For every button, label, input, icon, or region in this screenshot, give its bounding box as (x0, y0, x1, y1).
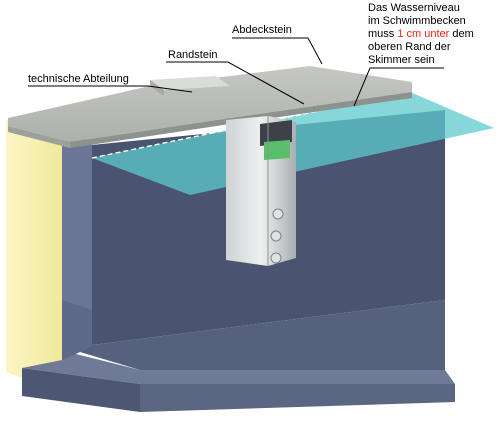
skimmer-port-3 (270, 252, 282, 264)
label-technische-abteilung: technische Abteilung (28, 73, 129, 85)
leader-note (353, 67, 444, 107)
foundation-top (22, 350, 455, 384)
technical-unit (150, 76, 230, 96)
label-abdeckstein: Abdeckstein (232, 24, 292, 36)
note-line-3: muss 1 cm unter dem (368, 28, 474, 41)
pool-wall-side (62, 118, 92, 360)
leader-lines (28, 37, 444, 107)
leader-abdeckstein (232, 37, 323, 65)
coping-front-edge (8, 118, 70, 148)
foundation-front (22, 368, 140, 412)
foundation-slab (22, 350, 455, 412)
skimmer (226, 116, 296, 266)
coping-top (8, 66, 412, 142)
skimmer-port-1 (272, 208, 284, 220)
foundation-side (140, 384, 455, 412)
note-line-3-pre: muss (368, 28, 398, 40)
leader-randstein (166, 61, 305, 105)
note-highlight: 1 cm unter (397, 28, 450, 40)
label-randstein: Randstein (168, 49, 218, 61)
technical-unit-front (150, 80, 164, 96)
note-line-2: im Schwimmbecken (368, 15, 466, 27)
technical-unit-top (150, 76, 230, 90)
note-line-1: Das Wasserniveau (368, 2, 460, 14)
water-level-note: Das Wasserniveau im Schwimmbecken muss 1… (368, 2, 474, 67)
note-line-5: Skimmer sein (368, 54, 435, 66)
pool-wall-lower-side (62, 300, 92, 360)
note-line-3-post: dem (449, 28, 474, 40)
skimmer-basket (264, 140, 290, 160)
outer-wall-face (6, 118, 62, 378)
pool-floor-step (80, 300, 445, 370)
skimmer-port-2 (270, 230, 282, 242)
note-line-4: oberen Rand der (368, 41, 451, 53)
leader-technische-abteilung (28, 85, 193, 93)
